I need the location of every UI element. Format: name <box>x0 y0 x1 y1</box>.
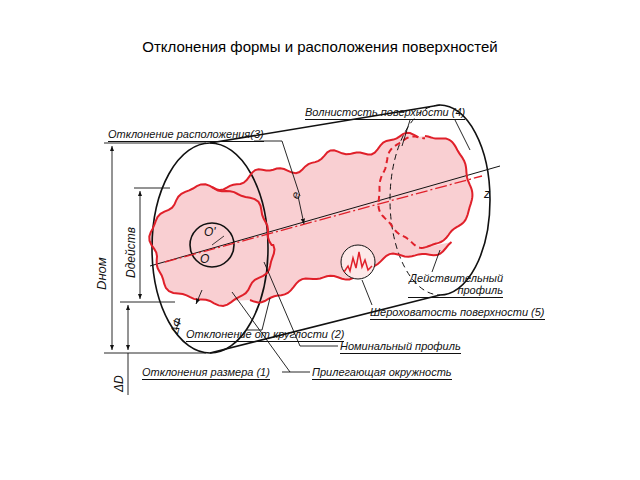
center-name: O' <box>204 225 216 239</box>
dimension-label: Dном <box>94 257 109 290</box>
callout-label: Номинальный профиль <box>340 340 461 354</box>
actual-right-end <box>425 136 472 247</box>
callout-label: Отклонения размера (1) <box>142 366 270 380</box>
callout-label: Действительный профиль <box>408 272 503 298</box>
callout-label: Отклонение от круглости (2) <box>186 328 344 342</box>
callout-label: Волнистость поверхности (4) <box>305 106 465 120</box>
actual-section <box>149 184 274 306</box>
actual-right-end-hidden <box>379 137 426 248</box>
actual-end-fill <box>149 184 274 306</box>
axis-name: z <box>484 187 490 201</box>
dimension-label: ΔD <box>112 375 126 392</box>
tolerance-symbol: ΔФ <box>168 316 185 335</box>
callout-label: Отклонение расположения(3) <box>108 128 264 142</box>
center-name: O <box>200 252 209 266</box>
dimension-label: Dдейств <box>124 227 138 278</box>
title: Отклонения формы и расположения поверхно… <box>0 38 640 55</box>
callout-label: Шероховатость поверхности (5) <box>370 306 545 320</box>
callout-label: Прилегающая окружность <box>312 366 452 380</box>
